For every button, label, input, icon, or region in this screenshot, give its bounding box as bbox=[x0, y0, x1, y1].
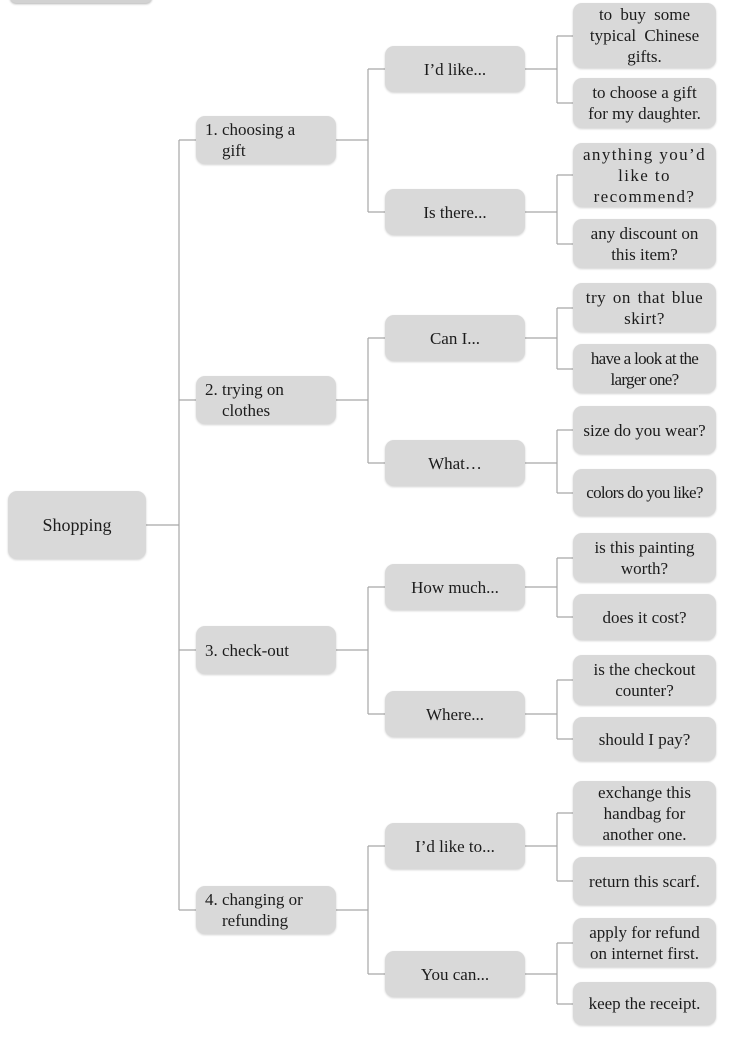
leaf-label: exchange this handbag for another one. bbox=[598, 782, 691, 844]
node-id-like: I’d like... bbox=[385, 46, 525, 92]
node-label: 1. choosing a gift bbox=[205, 120, 296, 160]
node-is-there: Is there... bbox=[385, 189, 525, 235]
node-choosing-a-gift: 1. choosing a gift bbox=[196, 116, 336, 164]
node-how-much: How much... bbox=[385, 564, 525, 610]
leaf-choose-gift-for-daughter: to choose a gift for my daughter. bbox=[573, 78, 716, 128]
leaf-does-it-cost: does it cost? bbox=[573, 594, 716, 640]
leaf-label: is the checkout counter? bbox=[593, 660, 696, 700]
node-label: You can... bbox=[420, 964, 490, 984]
cropped-box-artifact bbox=[10, 0, 152, 3]
node-where: Where... bbox=[385, 691, 525, 737]
node-label: 4. changing or refunding bbox=[205, 890, 303, 930]
leaf-exchange-handbag: exchange this handbag for another one. bbox=[573, 781, 716, 845]
node-label: Is there... bbox=[423, 202, 487, 222]
node-trying-on-clothes: 2. trying on clothes bbox=[196, 376, 336, 424]
leaf-label: any discount on this item? bbox=[590, 223, 699, 264]
leaf-return-scarf: return this scarf. bbox=[573, 857, 716, 905]
leaf-any-discount: any discount on this item? bbox=[573, 219, 716, 268]
leaf-label: should I pay? bbox=[598, 729, 691, 749]
leaf-anything-to-recommend: anything you’d like to recommend? bbox=[573, 143, 716, 207]
leaf-label: is this painting worth? bbox=[594, 537, 695, 578]
leaf-label: colors do you like? bbox=[586, 483, 703, 502]
node-label: Can I... bbox=[429, 328, 481, 348]
node-label: What… bbox=[428, 453, 482, 473]
leaf-apply-refund-internet: apply for refund on internet first. bbox=[573, 918, 716, 967]
leaf-size-do-you-wear: size do you wear? bbox=[573, 406, 716, 454]
leaf-checkout-counter: is the checkout counter? bbox=[573, 655, 716, 705]
node-label: How much... bbox=[411, 577, 499, 597]
leaf-label: apply for refund on internet first. bbox=[589, 922, 700, 963]
leaf-label: anything you’d like to recommend? bbox=[582, 144, 706, 206]
leaf-label: to buy some typical Chinese gifts. bbox=[589, 5, 700, 66]
node-label: Where... bbox=[425, 704, 485, 724]
leaf-label: have a look at the larger one? bbox=[590, 348, 699, 389]
node-label: I’d like... bbox=[423, 59, 487, 79]
leaf-look-at-larger-one: have a look at the larger one? bbox=[573, 344, 716, 393]
node-label: 2. trying on clothes bbox=[205, 380, 284, 420]
leaf-label: does it cost? bbox=[602, 607, 687, 627]
node-what: What… bbox=[385, 440, 525, 486]
leaf-painting-worth: is this painting worth? bbox=[573, 533, 716, 582]
leaf-label: return this scarf. bbox=[589, 871, 700, 891]
leaf-label: keep the receipt. bbox=[588, 994, 701, 1013]
leaf-try-on-blue-skirt: try on that blue skirt? bbox=[573, 283, 716, 332]
node-label: Shopping bbox=[42, 514, 112, 535]
leaf-buy-typical-chinese-gifts: to buy some typical Chinese gifts. bbox=[573, 3, 716, 68]
node-label: 3. check-out bbox=[205, 640, 290, 660]
node-changing-or-refunding: 4. changing or refunding bbox=[196, 886, 336, 934]
leaf-label: try on that blue skirt? bbox=[585, 287, 704, 328]
leaf-keep-receipt: keep the receipt. bbox=[573, 982, 716, 1025]
node-check-out: 3. check-out bbox=[196, 626, 336, 674]
leaf-should-i-pay: should I pay? bbox=[573, 717, 716, 761]
leaf-colors-do-you-like: colors do you like? bbox=[573, 469, 716, 516]
node-id-like-to: I’d like to... bbox=[385, 823, 525, 869]
node-label: I’d like to... bbox=[415, 836, 495, 856]
leaf-label: to choose a gift for my daughter. bbox=[588, 83, 701, 123]
leaf-label: size do you wear? bbox=[583, 420, 706, 440]
node-you-can: You can... bbox=[385, 951, 525, 997]
node-shopping: Shopping bbox=[8, 491, 146, 559]
node-can-i: Can I... bbox=[385, 315, 525, 361]
